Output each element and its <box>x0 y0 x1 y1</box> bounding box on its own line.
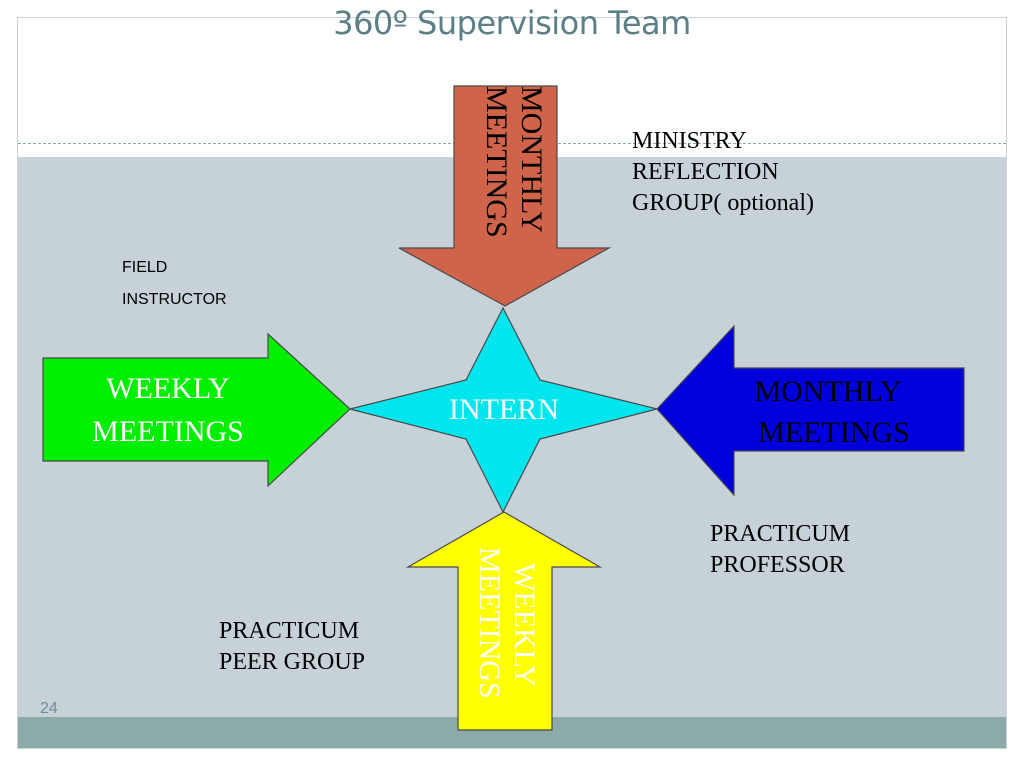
intern-star <box>349 306 658 514</box>
left-arrow-label-line2: MEETINGS <box>92 415 244 448</box>
ministry-reflection-group-label: MINISTRY REFLECTION GROUP( optional) <box>632 126 814 219</box>
practicum-professor-label: PRACTICUM PROFESSOR <box>710 519 850 581</box>
page-number: 24 <box>40 700 58 717</box>
professor-line2: PROFESSOR <box>710 552 845 578</box>
top-arrow <box>398 85 612 307</box>
intern-label: INTERN <box>449 393 559 426</box>
bottom-arrow-label-line2: MEETINGS <box>473 547 506 699</box>
slide-title: 360º Supervision Team <box>333 4 691 42</box>
field-line1: FIELD <box>122 259 168 276</box>
ministry-line1: MINISTRY <box>632 128 747 154</box>
field-line2: INSTRUCTOR <box>122 291 227 308</box>
right-arrow <box>656 324 965 497</box>
ministry-line3: GROUP( optional) <box>632 190 814 216</box>
ministry-line2: REFLECTION <box>632 159 779 185</box>
practicum-peer-group-label: PRACTICUM PEER GROUP <box>219 616 365 678</box>
bottom-arrow-label-line1: WEEKLY <box>508 563 541 687</box>
field-instructor-label: FIELD INSTRUCTOR <box>122 252 227 316</box>
top-arrow-label-line1: MONTHLY <box>515 86 548 233</box>
right-arrow-label-line1: MONTHLY <box>755 375 902 408</box>
left-arrow <box>42 332 351 488</box>
right-arrow-label-line2: MEETINGS <box>758 416 910 449</box>
bottom-arrow <box>405 511 603 731</box>
peer-line2: PEER GROUP <box>219 649 366 675</box>
left-arrow-label-line1: WEEKLY <box>106 372 230 405</box>
professor-line1: PRACTICUM <box>710 521 851 547</box>
peer-line1: PRACTICUM <box>219 618 360 644</box>
top-arrow-label-line2: MEETINGS <box>480 86 513 238</box>
